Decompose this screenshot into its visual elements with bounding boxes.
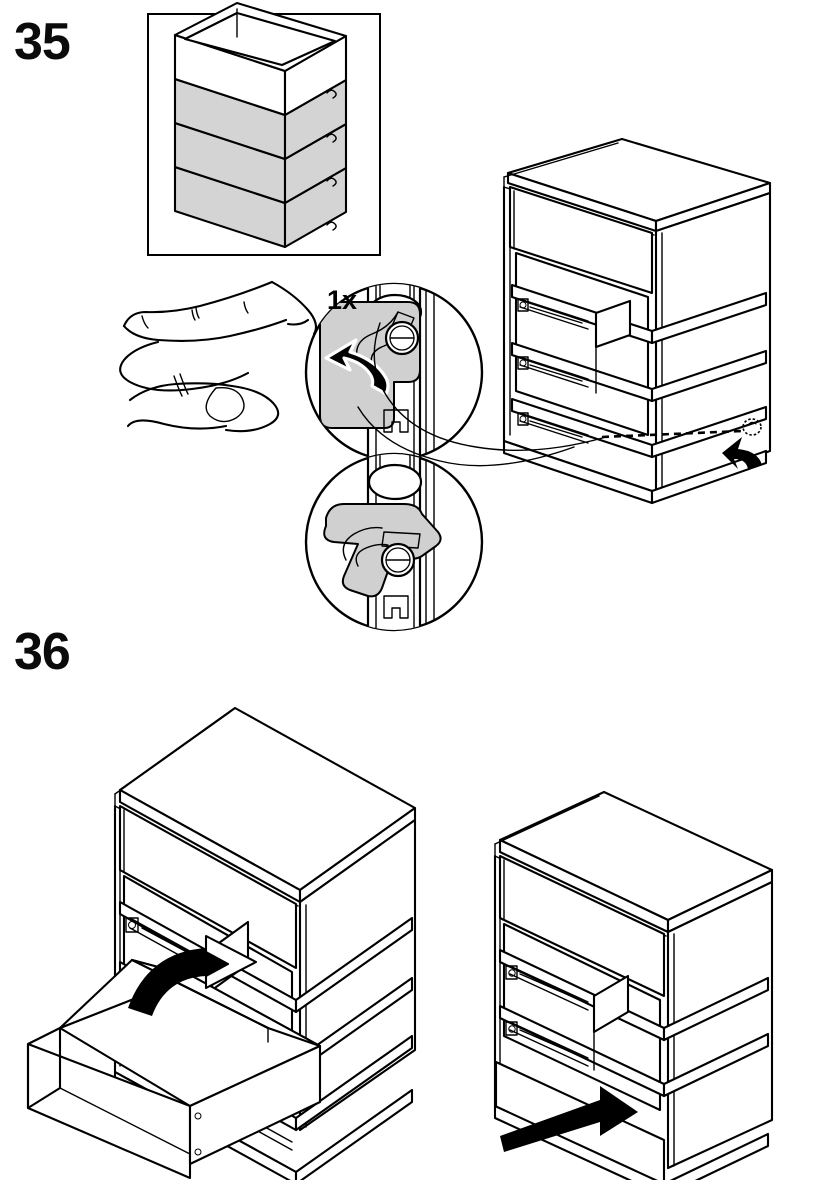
drawer-slide-rail-1 <box>517 298 589 330</box>
step-number-35: 35 <box>14 13 71 71</box>
drawer-slide-rail-2 <box>505 1021 589 1067</box>
chest-of-drawers-step35 <box>357 135 800 505</box>
detail-circle-upper <box>304 282 484 462</box>
detail-circle-lower <box>304 452 484 632</box>
chest-drawer-open-illustration <box>20 690 420 1180</box>
drawer-slide-rail-3 <box>517 412 589 444</box>
drawer-slide-rail-1 <box>505 965 589 1011</box>
lever-location-marker <box>742 418 762 436</box>
rail-lever-detail-circles <box>280 270 510 640</box>
step-number-36: 36 <box>14 623 71 681</box>
drawer-stack-illustration <box>149 1 379 254</box>
hand-illustration <box>110 280 340 470</box>
chest-drawer-closed-illustration <box>460 780 810 1180</box>
quantity-label-1x: 1x <box>327 285 358 315</box>
drawer-box-1-highlighted <box>173 1 348 117</box>
drawer-slide-rail-2 <box>517 356 589 388</box>
push-drawer-arrow <box>128 934 258 1016</box>
push-in-arrow <box>500 1086 638 1152</box>
